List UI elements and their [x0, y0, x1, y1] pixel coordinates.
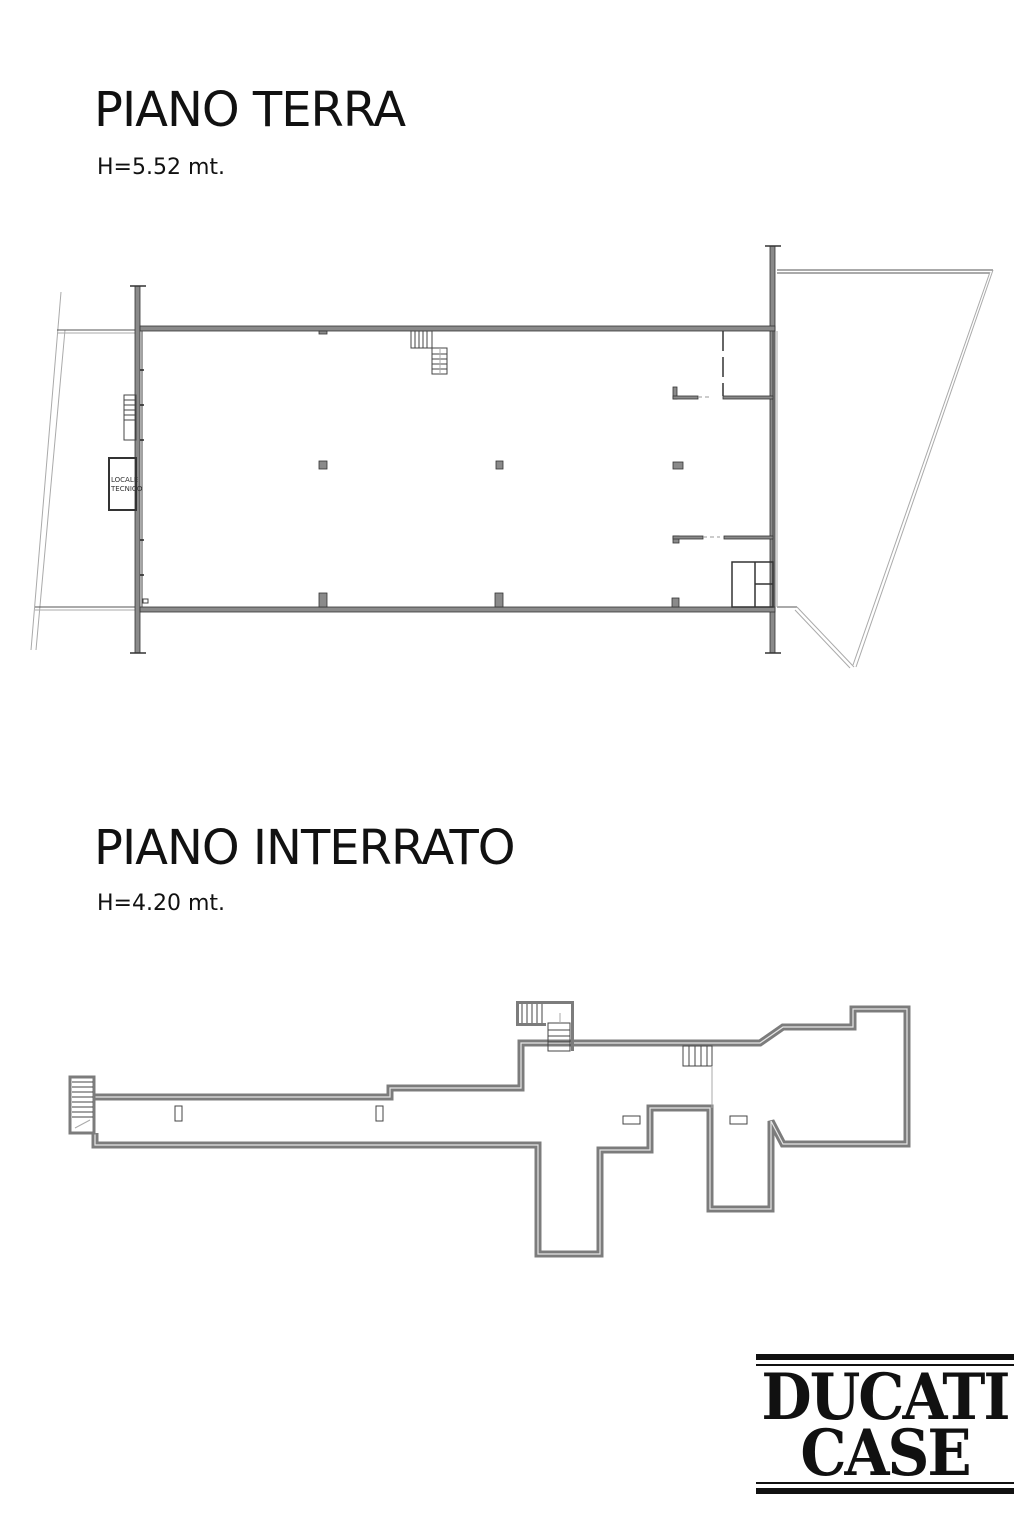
stair-left-exterior	[123, 394, 137, 441]
stair-ground-floor	[410, 330, 448, 375]
logo-line2: CASE	[800, 1415, 971, 1491]
basement-outline	[91, 1005, 911, 1258]
ground-floor-height: H=5.52 mt.	[97, 155, 226, 180]
bottom-wall	[139, 606, 776, 613]
basement-title: PIANO INTERRATO	[94, 820, 516, 876]
stair-basement-left	[68, 1075, 96, 1135]
ground-floor-title: PIANO TERRA	[94, 82, 406, 138]
basement-plan	[68, 1001, 911, 1258]
basement-height: H=4.20 mt.	[97, 891, 226, 916]
room-lower-right	[672, 535, 774, 608]
site-boundary-left	[30, 291, 136, 651]
site-boundary-right	[777, 269, 994, 669]
room-locale-tecnico: LOCALE TECNICO	[108, 457, 143, 511]
ground-floor-plan: LOCALE TECNICO	[30, 245, 994, 669]
room-upper-right	[672, 331, 774, 400]
top-wall	[139, 325, 776, 332]
basement-pillars	[174, 1105, 748, 1125]
columns	[318, 460, 684, 608]
logo-line1: DUCATI	[761, 1359, 1010, 1435]
stair-basement-middle	[682, 1045, 713, 1108]
left-windows	[140, 369, 144, 576]
room-label-line2: TECNICO	[110, 485, 143, 493]
ducati-case-logo: DUCATI CASE	[756, 1352, 1014, 1494]
room-label-line1: LOCALE	[111, 476, 138, 484]
stair-basement-top	[516, 1001, 574, 1052]
